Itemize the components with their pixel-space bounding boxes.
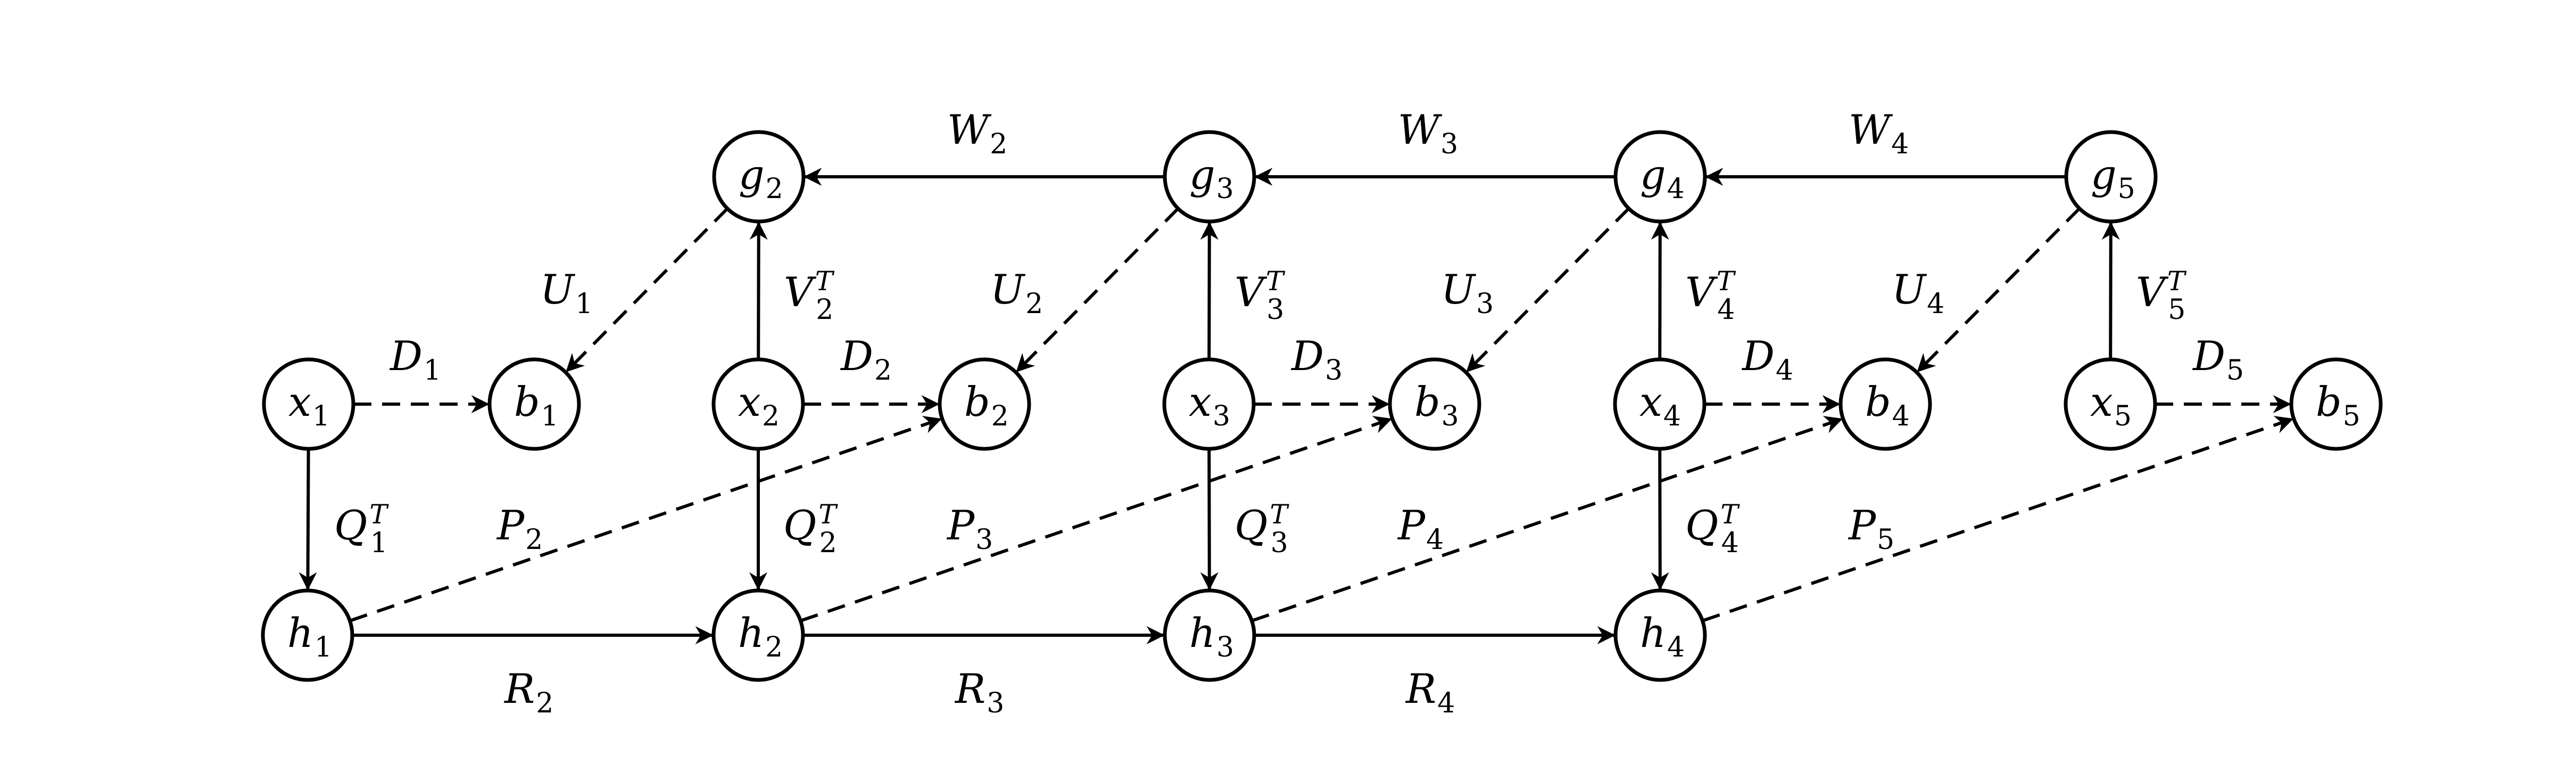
node-label-b2: b2 [964,378,1009,432]
node-circle-b2 [938,357,1031,451]
node-circle-g4 [1613,130,1707,224]
node-label-b1: b1 [514,378,559,432]
node-x5: x5 [2064,357,2157,451]
node-label-x4: x4 [1639,378,1681,432]
node-circle-g3 [1163,130,1256,224]
node-circle-x5 [2064,357,2157,451]
node-label-g5: g5 [2091,151,2135,205]
node-label-g4: g4 [1640,151,1685,205]
edge-label-g4-b3: U3 [1441,266,1494,320]
node-b1: b1 [487,357,581,451]
edge-g4-b3 [1465,207,1630,373]
node-layer: x1 b1 h1 g2 x2 b2 h2 g3 x3 b3 h3 g4 x4 b4 h4 g5 x5 b5 [261,130,2383,682]
node-g5: g5 [2064,130,2158,224]
node-label-b5: b5 [2316,378,2360,432]
node-circle-g5 [2064,130,2158,224]
node-b2: b2 [938,357,1031,451]
edge-x5-g5 [2101,221,2120,360]
node-g4: g4 [1613,130,1707,224]
node-x4: x4 [1613,357,1707,451]
node-label-h1: h1 [287,609,332,663]
node-circle-b5 [2289,357,2383,451]
node-circle-g2 [712,130,806,224]
edge-label-h3-h4: R4 [1405,665,1455,719]
node-circle-x2 [711,357,805,451]
edge-label-h2-h3: R3 [954,665,1004,719]
edge-label-h4-b5: P5 [1848,502,1894,556]
node-circle-b1 [487,357,581,451]
node-circle-h4 [1613,588,1707,682]
node-h3: h3 [1163,588,1256,682]
edge-label-x5-b5: D5 [2192,332,2244,387]
edge-h2-b3 [800,416,1393,622]
edge-g2-b1 [565,207,729,373]
node-label-g3: g3 [1189,151,1234,205]
node-x2: x2 [711,357,805,451]
node-h4: h4 [1613,588,1707,682]
node-circle-x1 [262,357,355,451]
node-g3: g3 [1163,130,1256,224]
node-label-h2: h2 [738,609,783,663]
node-circle-h2 [711,588,805,682]
edge-x3-h3 [1200,448,1219,590]
edge-h3-b4 [1251,416,1843,622]
edge-h4-b5 [1702,416,2294,622]
node-b4: b4 [1838,357,1932,451]
edge-label-g5-g4: W4 [1849,106,1909,160]
node-label-x1: x1 [288,378,330,432]
node-label-x5: x5 [2090,378,2132,432]
edge-label-g4-g3: W3 [1398,106,1458,160]
node-h1: h1 [261,588,354,682]
node-label-h3: h3 [1189,609,1234,663]
edge-h1-b2 [349,416,942,622]
node-label-x2: x2 [738,378,780,432]
node-label-b3: b3 [1414,378,1459,432]
edge-label-h2-b3: P3 [946,502,993,556]
node-b5: b5 [2289,357,2383,451]
edge-x3-g3 [1200,221,1219,360]
node-x1: x1 [262,357,355,451]
edge-label-g2-b1: U1 [540,266,593,320]
node-circle-h3 [1163,588,1256,682]
edge-layer [299,168,2294,644]
edge-x2-g2 [749,221,768,360]
node-label-b4: b4 [1865,378,1910,432]
node-b3: b3 [1388,357,1481,451]
node-circle-h1 [261,588,354,682]
edge-label-g3-b2: U2 [990,266,1043,320]
edge-label-x2-b2: D2 [840,332,892,387]
node-circle-x4 [1613,357,1707,451]
edge-label-g5-b4: U4 [1892,266,1944,320]
edge-label-x3-b3: D3 [1290,332,1343,387]
edge-g3-b2 [1015,207,1180,373]
node-circle-b4 [1838,357,1932,451]
edge-label-h1-h2: R2 [503,665,553,719]
node-label-h4: h4 [1640,609,1685,663]
edge-g5-b4 [1916,207,2081,373]
node-circle-x3 [1162,357,1256,451]
edge-label-x4-b4: D4 [1741,332,1793,387]
node-label-g2: g2 [739,151,783,205]
node-x3: x3 [1162,357,1256,451]
edge-label-g3-g2: W2 [947,106,1007,160]
node-label-x3: x3 [1189,378,1230,432]
edge-label-h1-b2: P2 [496,502,543,556]
edge-label-h3-b4: P4 [1397,502,1444,556]
node-circle-b3 [1388,357,1481,451]
node-h2: h2 [711,588,805,682]
node-g2: g2 [712,130,806,224]
edge-label-x1-b1: D1 [389,332,441,387]
